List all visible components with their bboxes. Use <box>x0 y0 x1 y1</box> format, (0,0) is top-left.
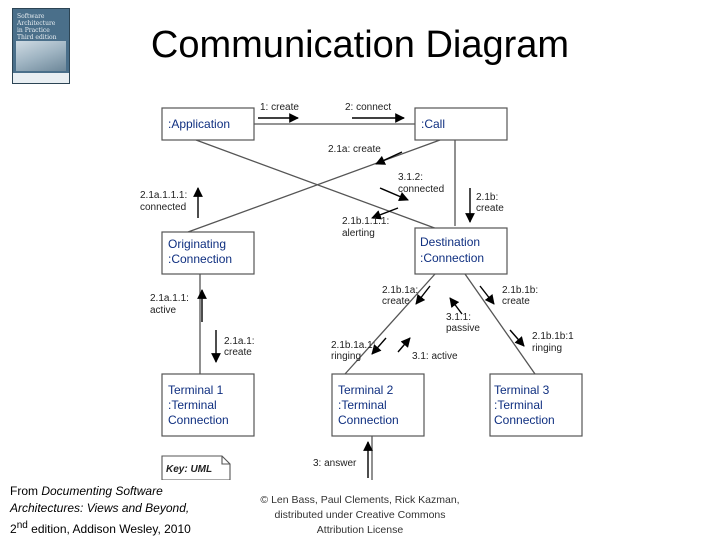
node-boxes <box>161 107 583 437</box>
msg-2-1a-1-create: 2.1a.1: create <box>224 336 257 358</box>
node-box-terminal-3 <box>489 373 583 437</box>
arrow-2-1a-create <box>375 151 403 165</box>
arrow-3-1-2-connected <box>379 187 409 202</box>
uml-key-note-shape <box>161 455 231 480</box>
book-cover-band <box>13 73 69 83</box>
citation-edition-num: 2 <box>10 522 17 536</box>
slide-title: Communication Diagram <box>150 24 570 66</box>
arrow-2-1b-1a-1-ringing <box>371 337 387 355</box>
message-arrows <box>193 113 525 478</box>
citation-edition-sup: nd <box>16 520 28 531</box>
node-label-call: :Call <box>421 117 445 131</box>
node-label-terminal-1: Terminal 1 :Terminal Connection <box>168 383 229 427</box>
msg-3-1-1-passive: 3.1.1: passive <box>446 312 480 334</box>
arrow-3-1-active <box>397 337 411 353</box>
node-box-destination <box>414 227 508 275</box>
msg-3-answer: 3: answer <box>313 458 357 469</box>
arrow-3-1-1-passive <box>449 297 463 315</box>
msg-3-1-2-connected: 3.1.2: connected <box>398 172 444 195</box>
communication-diagram: :Application :Call Originating :Connecti… <box>140 102 583 480</box>
msg-3-1-active: 3.1: active <box>412 351 458 362</box>
arrow-2-1b-1b-1-ringing <box>509 329 525 347</box>
msg-2-1b-1-1-1-alerting: 2.1b.1.1.1: alerting <box>342 216 392 239</box>
book-cover-image: Software Architecture in Practice Third … <box>12 8 70 84</box>
message-labels: 1: create 2: connect 2.1a: create 3.1.2:… <box>140 102 577 469</box>
link-call-orig <box>187 139 441 233</box>
msg-2-1a-1-1-active: 2.1a.1.1: active <box>150 293 192 316</box>
node-box-terminal-1 <box>161 373 255 437</box>
uml-key-note: Key: UML <box>161 455 231 480</box>
arrow-2-1b-1-1-1-alerting <box>371 207 399 220</box>
node-label-application: :Application <box>168 117 230 131</box>
node-label-originating: Originating :Connection <box>168 237 232 266</box>
msg-2-1b-create: 2.1b: create <box>476 192 504 214</box>
link-dest-t2 <box>344 273 436 375</box>
node-box-terminal-2 <box>331 373 425 437</box>
node-box-call <box>414 107 508 141</box>
msg-2-1b-1a-create: 2.1b.1a: create <box>382 285 421 307</box>
link-dest-t3 <box>464 273 536 375</box>
citation-title: Documenting Software Architectures: View… <box>10 484 190 515</box>
citation-edition-rest: edition, Addison Wesley, 2010 <box>27 522 191 536</box>
links <box>187 123 536 480</box>
msg-2-1b-1b-1-ringing: 2.1b.1b:1 ringing <box>532 331 577 354</box>
node-label-terminal-2: Terminal 2 :Terminal Connection <box>338 383 399 427</box>
node-box-originating <box>161 231 255 275</box>
uml-key-note-fold <box>221 456 230 465</box>
arrow-2-1b-1a-create <box>415 285 431 305</box>
msg-2-1b-1b-create: 2.1b.1b: create <box>502 285 541 307</box>
msg-2-1a-1-1-1-connected: 2.1a.1.1.1: connected <box>140 190 190 213</box>
arrow-2-1b-1b-create <box>479 285 495 305</box>
msg-1-create: 1: create <box>260 102 299 113</box>
node-labels: :Application :Call Originating :Connecti… <box>168 117 555 427</box>
node-box-application <box>161 107 255 141</box>
citation-prefix: From <box>10 484 42 498</box>
book-cover-photo <box>16 41 66 71</box>
source-citation: From Documenting Software Architectures:… <box>10 483 230 538</box>
msg-2-connect: 2: connect <box>345 102 391 113</box>
msg-2-1b-1a-1-ringing: 2.1b.1a.1: ringing <box>331 340 378 362</box>
uml-key-label: Key: UML <box>166 464 212 475</box>
license-notice: © Len Bass, Paul Clements, Rick Kazman, … <box>260 494 460 536</box>
node-label-destination: Destination :Connection <box>420 235 484 265</box>
msg-2-1a-create: 2.1a: create <box>328 144 381 155</box>
book-cover-text: Software Architecture in Practice Third … <box>17 13 57 41</box>
node-label-terminal-3: Terminal 3 :Terminal Connection <box>494 383 555 427</box>
